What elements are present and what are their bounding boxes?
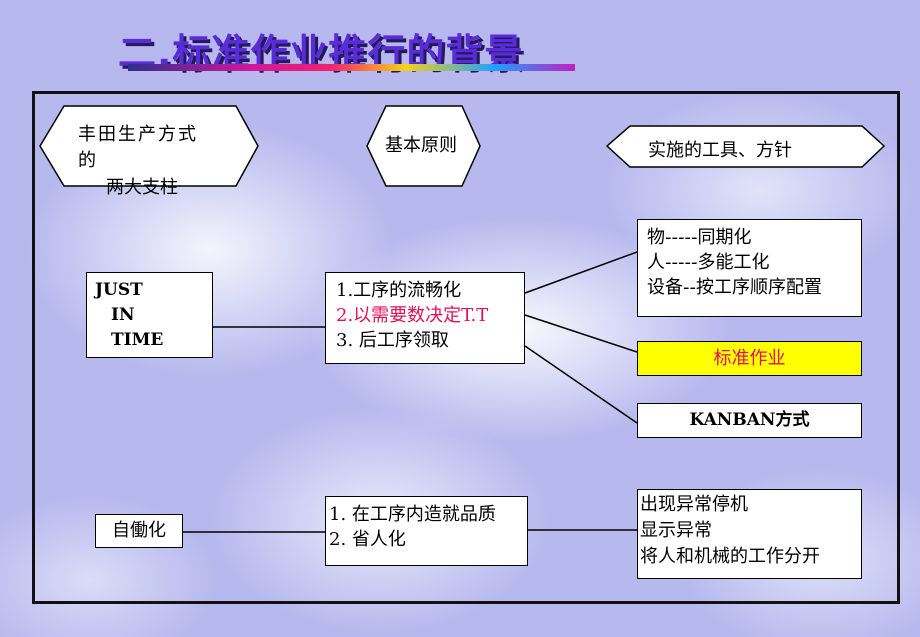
jidoka-box: 自働化 xyxy=(95,514,183,548)
diagram-frame xyxy=(32,91,900,604)
pillars-header-line3: 两大支柱 xyxy=(106,177,178,198)
pillars-header-line1: 丰田生产方式 xyxy=(78,124,198,145)
jidoka-principle-manpower: 2. 省人化 xyxy=(329,529,406,550)
sync-line3: 设备--按工序顺序配置 xyxy=(647,277,822,298)
tools-header: 实施的工具、方针 xyxy=(648,140,792,161)
jit-line2: IN xyxy=(111,305,135,325)
principles-to-standard-line xyxy=(524,314,638,353)
jit-box: JUST IN TIME xyxy=(86,272,213,358)
principle-flow: 1.工序的流畅化 xyxy=(336,280,462,301)
jidoka-tool-stop: 出现异常停机 xyxy=(640,494,748,515)
principles-to-kanban-line xyxy=(524,345,638,424)
jit-line1: JUST xyxy=(95,280,143,300)
principles-hexagon xyxy=(366,105,481,187)
standard-work-box: 标准作业 xyxy=(637,341,862,376)
pillars-hexagon xyxy=(39,105,259,187)
jidoka-principles-box: 1. 在工序内造就品质 2. 省人化 xyxy=(325,496,528,566)
principles-header: 基本原则 xyxy=(385,135,457,156)
jit-line3: TIME xyxy=(111,330,164,350)
sync-line2: 人-----多能工化 xyxy=(647,252,770,273)
principles-to-sync-line xyxy=(524,251,638,294)
jit-principles-box: 1.工序的流畅化 2.以需要数决定T.T 3. 后工序领取 xyxy=(325,272,525,364)
sync-line1: 物-----同期化 xyxy=(647,227,752,248)
jidoka-tool-display: 显示异常 xyxy=(640,520,712,541)
title-underline-bar xyxy=(128,64,575,71)
jidoka-principle-quality: 1. 在工序内造就品质 xyxy=(329,504,496,525)
principle-takt-time: 2.以需要数决定T.T xyxy=(336,305,489,326)
jidoka-tool-separate: 将人和机械的工作分开 xyxy=(640,546,820,567)
kanban-box: KANBAN方式 xyxy=(637,403,862,438)
pillars-header-line2: 的 xyxy=(78,150,96,171)
sync-box: 物-----同期化 人-----多能工化 设备--按工序顺序配置 xyxy=(637,219,862,317)
principle-pull: 3. 后工序领取 xyxy=(336,330,449,351)
jidoka-tools-box: 出现异常停机 显示异常 将人和机械的工作分开 xyxy=(637,489,862,579)
tools-hexagon xyxy=(605,125,886,168)
